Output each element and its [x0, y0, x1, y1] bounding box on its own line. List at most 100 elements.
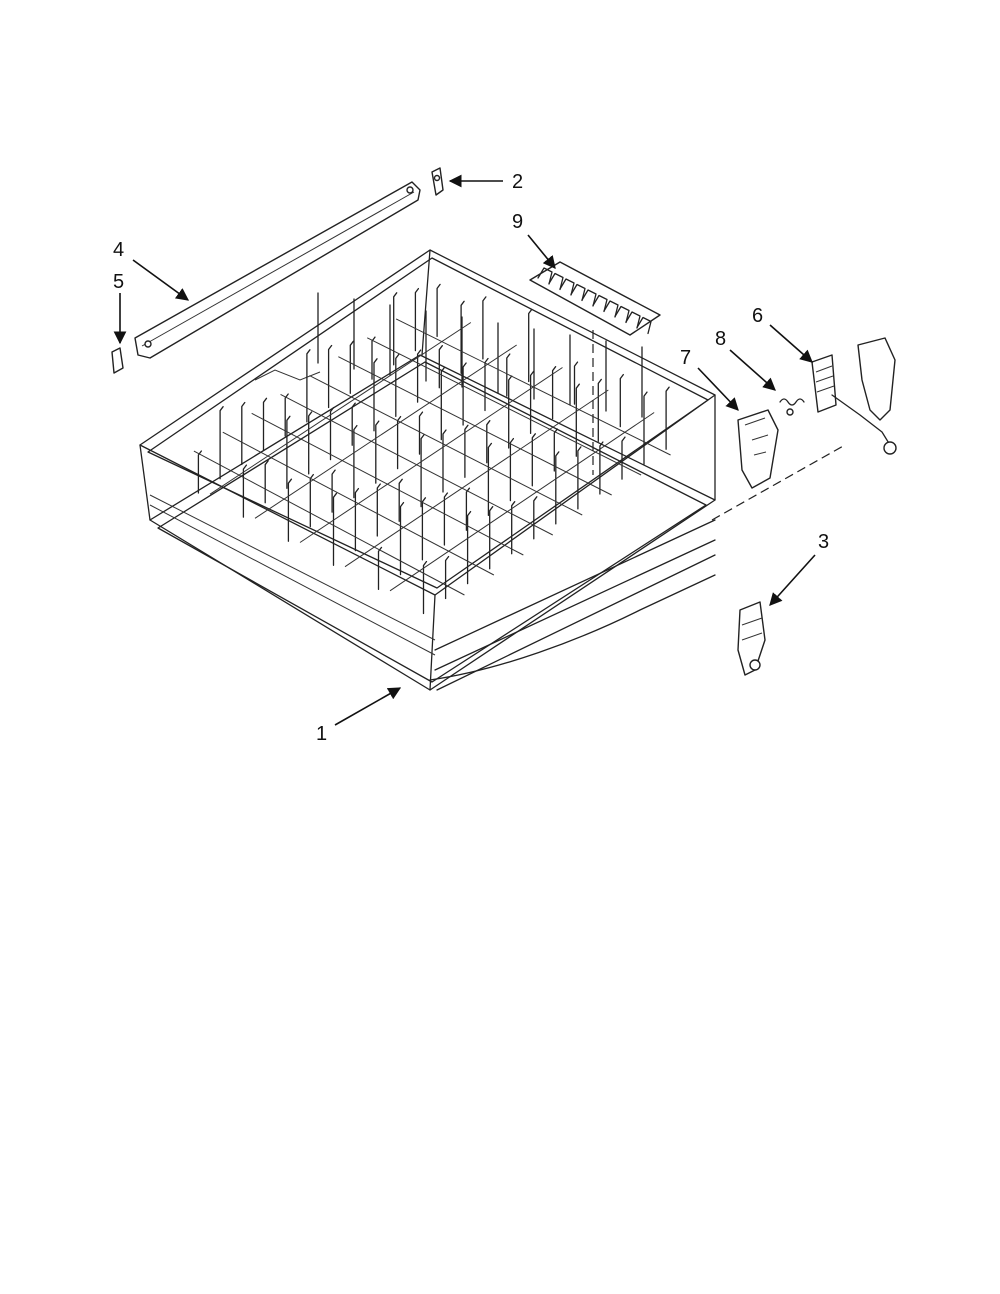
callout-3: 3 — [818, 531, 829, 553]
leader-9 — [527, 234, 556, 269]
rack-tine — [466, 510, 472, 585]
rack-tine — [396, 415, 402, 470]
tine-row-prong — [559, 278, 575, 296]
tine-row-prong — [636, 316, 652, 335]
rack-tine — [465, 487, 471, 531]
rack-tine — [555, 451, 560, 525]
tine-row-prong — [614, 305, 630, 324]
grid-wire — [299, 367, 563, 543]
rack-rail-part-4 — [134, 181, 421, 359]
rack-tine — [528, 308, 533, 383]
tine-row-prong — [603, 300, 619, 318]
upper-rack-part-1 — [139, 249, 716, 691]
rack-tine — [353, 424, 358, 499]
rack-tine — [486, 420, 491, 464]
rack-tine — [551, 366, 557, 420]
rack-tine — [489, 506, 494, 570]
rack-tines — [197, 283, 670, 615]
rack-tine — [241, 401, 246, 466]
rack-tine — [416, 349, 422, 403]
callout-1: 1 — [316, 723, 327, 745]
rack-tine — [621, 436, 626, 480]
rack-tine — [308, 411, 313, 475]
rack-tine — [287, 478, 293, 542]
leader-6 — [769, 324, 813, 363]
rack-tine — [529, 370, 535, 435]
rack-tine — [462, 362, 467, 426]
rack-tine — [597, 378, 602, 443]
leader-1 — [334, 687, 402, 726]
grid-wire — [209, 322, 472, 495]
rack-tine — [643, 391, 648, 465]
rack-tine — [309, 473, 314, 528]
rack-tine — [482, 296, 487, 360]
adjuster-handle-part-7 — [737, 409, 779, 489]
leader-7 — [697, 367, 739, 411]
rail-end-cap-part-5 — [111, 347, 124, 374]
rack-tine — [376, 483, 381, 537]
tine-row-prong — [537, 267, 553, 285]
rack-tine — [509, 437, 515, 502]
rack-tine — [219, 406, 224, 480]
rack-tine — [377, 546, 383, 591]
spring-part-8 — [779, 398, 805, 416]
callout-4: 4 — [113, 239, 124, 261]
rack-tine — [332, 492, 338, 566]
callout-9: 9 — [512, 211, 523, 233]
rack-tine — [599, 441, 604, 495]
rack-tine — [349, 340, 354, 394]
grid-wire — [389, 412, 655, 592]
leader-8 — [729, 349, 776, 391]
tine-row-part-9 — [529, 261, 661, 336]
rack-floor-grid — [193, 318, 671, 596]
rack-tine — [286, 415, 291, 489]
callout-2: 2 — [512, 171, 523, 193]
leader-3 — [769, 554, 816, 606]
adjuster-assembly-part-6 — [811, 337, 897, 455]
callout-5: 5 — [113, 271, 124, 293]
rack-tine — [393, 292, 398, 366]
tine-row-prong — [592, 294, 608, 313]
rack-tine — [329, 406, 335, 461]
tine-row-prong — [625, 311, 641, 329]
rack-tine — [399, 501, 405, 576]
rack-tine — [438, 345, 443, 389]
rack-tine — [665, 386, 670, 450]
rack-tine — [327, 344, 333, 409]
tine-row-prong — [581, 289, 597, 307]
rack-tine — [197, 450, 203, 494]
rack-tine — [398, 478, 403, 522]
rack-tine — [436, 283, 441, 338]
rack-tine — [331, 469, 336, 513]
rack-tine — [533, 496, 538, 540]
rail-stop-part-2 — [431, 167, 444, 196]
grid-wire — [254, 344, 517, 519]
rack-tine — [306, 349, 311, 423]
assembly-line-adjuster — [711, 444, 846, 521]
rack-tine — [443, 492, 449, 546]
rack-tine — [573, 361, 579, 405]
rack-tine — [575, 383, 580, 457]
rack-tine — [444, 555, 450, 600]
rack-tine — [414, 287, 420, 352]
rack-tine — [242, 464, 248, 518]
rack-tine — [508, 375, 513, 449]
grid-wire — [344, 389, 609, 568]
rack-tine — [577, 446, 582, 510]
rack-tine — [442, 429, 447, 493]
callout-8: 8 — [715, 328, 726, 350]
rack-tine — [619, 373, 624, 428]
tine-row-prong — [548, 272, 564, 291]
rack-tine — [395, 353, 400, 418]
rack-tine — [418, 411, 424, 455]
rack-tine — [422, 560, 428, 615]
rack-tine — [484, 357, 489, 412]
rack-tine — [440, 366, 445, 441]
rack-tine — [354, 487, 360, 552]
rack-tine — [506, 353, 511, 397]
rack-tine — [531, 433, 536, 487]
rack-tine — [375, 420, 380, 484]
rack-tine — [284, 393, 289, 437]
rack-tine — [371, 336, 376, 380]
